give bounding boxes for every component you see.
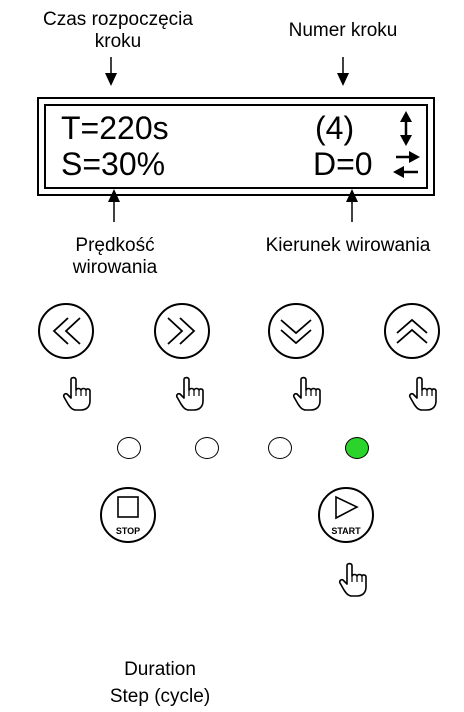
stop-button[interactable] — [100, 487, 156, 543]
speed-label: Prędkość wirowania — [40, 235, 190, 279]
lcd-frame — [37, 97, 435, 196]
stop-button-label: STOP — [115, 526, 141, 536]
start-button[interactable] — [318, 487, 374, 543]
led-indicator — [117, 437, 141, 459]
pointer-hand-icon — [175, 376, 204, 411]
pointer-hand-icon — [408, 376, 437, 411]
led-indicator-active — [345, 437, 369, 459]
start-time-label: Czas rozpoczęcia kroku — [0, 9, 236, 53]
play-triangle-icon — [335, 495, 359, 520]
arrow-down-icon — [105, 57, 117, 86]
double-chevron-left-icon — [52, 317, 81, 345]
start-time-label-line1: Czas rozpoczęcia — [43, 9, 193, 30]
start-button-label: START — [331, 526, 361, 536]
lcd-step: (4) — [315, 110, 355, 146]
caption: Duration Step (cycle) — [80, 656, 240, 710]
vertical-arrows-icon — [400, 111, 412, 146]
square-icon — [117, 496, 139, 518]
lcd-screen — [44, 104, 428, 189]
forward-button[interactable] — [154, 303, 210, 359]
lcd-time: T=220s — [61, 110, 169, 146]
speed-label-line2: wirowania — [72, 257, 158, 278]
lcd-speed: S=30% — [61, 146, 166, 182]
led-indicator — [195, 437, 219, 459]
arrow-down-icon — [337, 57, 349, 86]
double-chevron-up-icon — [396, 318, 428, 344]
horizontal-arrows-icon — [393, 151, 420, 178]
down-button[interactable] — [268, 303, 324, 359]
pointer-hand-icon — [62, 376, 91, 411]
double-chevron-down-icon — [280, 319, 312, 345]
lcd-direction: D=0 — [313, 146, 373, 182]
direction-label: Kierunek wirowania — [265, 235, 431, 256]
speed-label-line1: Prędkość — [75, 235, 155, 256]
step-number-label: Numer kroku — [288, 20, 398, 41]
pointer-hand-icon — [292, 376, 321, 411]
caption-line1: Duration — [124, 659, 196, 680]
led-indicator — [268, 437, 292, 459]
start-time-label-line2: kroku — [94, 31, 142, 52]
double-chevron-right-icon — [167, 317, 196, 345]
rewind-button[interactable] — [38, 303, 94, 359]
up-button[interactable] — [384, 303, 440, 359]
caption-line2: Step (cycle) — [109, 686, 211, 707]
pointer-hand-icon — [338, 562, 367, 597]
